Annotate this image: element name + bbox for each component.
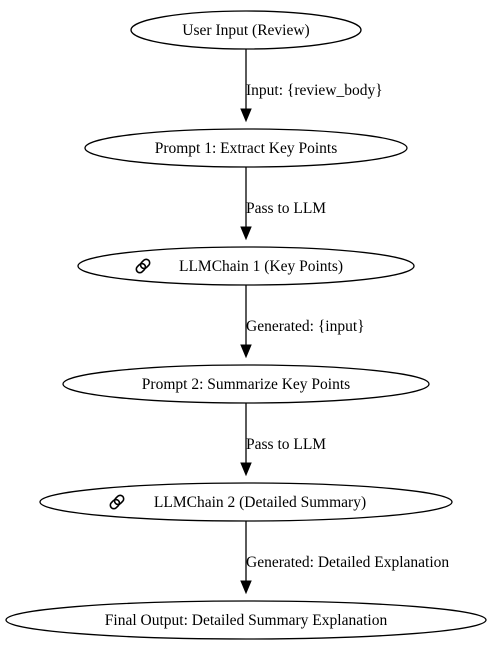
node-label: LLMChain 2 (Detailed Summary) — [154, 494, 366, 511]
node-label: User Input (Review) — [182, 22, 309, 39]
arrowhead-icon — [240, 108, 252, 123]
node-prompt-2: Prompt 2: Summarize Key Points — [62, 364, 430, 404]
node-label: LLMChain 1 (Key Points) — [179, 258, 343, 275]
node-llmchain-2: LLMChain 2 (Detailed Summary) — [39, 482, 453, 522]
edge-prompt-1-to-llmchain-1: Pass to LLM — [240, 167, 326, 241]
chain-link-icon — [109, 494, 125, 510]
arrowhead-icon — [240, 462, 252, 477]
edge-llmchain-2-to-final-output: Generated: Detailed Explanation — [240, 521, 449, 595]
node-llmchain-1: LLMChain 1 (Key Points) — [77, 246, 415, 286]
node-prompt-1: Prompt 1: Extract Key Points — [84, 128, 408, 168]
node-ellipse — [62, 364, 430, 404]
node-final-output: Final Output: Detailed Summary Explanati… — [5, 600, 487, 640]
node-label: Prompt 1: Extract Key Points — [155, 140, 338, 157]
node-ellipse — [77, 246, 415, 286]
edge-user-input-to-prompt-1: Input: {review_body} — [240, 49, 383, 123]
arrowhead-icon — [240, 226, 252, 241]
edge-llmchain-1-to-prompt-2: Generated: {input} — [240, 285, 365, 359]
node-user-input: User Input (Review) — [130, 10, 362, 50]
arrowhead-icon — [240, 344, 252, 359]
node-ellipse — [84, 128, 408, 168]
edge-label: Generated: {input} — [246, 318, 365, 335]
arrowhead-icon — [240, 580, 252, 595]
edge-label: Pass to LLM — [246, 200, 326, 217]
node-ellipse — [5, 600, 487, 640]
edge-label: Input: {review_body} — [246, 82, 383, 99]
node-label: Final Output: Detailed Summary Explanati… — [105, 612, 388, 629]
node-ellipse — [39, 482, 453, 522]
node-label: Prompt 2: Summarize Key Points — [142, 376, 350, 393]
edge-label: Generated: Detailed Explanation — [246, 554, 449, 571]
chain-link-icon — [135, 258, 151, 274]
node-ellipse — [130, 10, 362, 50]
edge-prompt-2-to-llmchain-2: Pass to LLM — [240, 403, 326, 477]
edge-label: Pass to LLM — [246, 436, 326, 453]
